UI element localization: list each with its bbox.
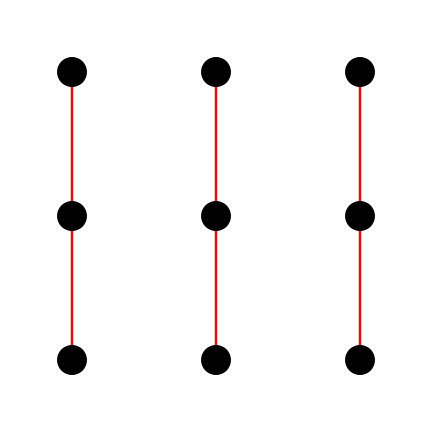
node-r2-c0 [57, 345, 87, 375]
node-r1-c0 [57, 201, 87, 231]
node-r0-c2 [345, 57, 375, 87]
node-r1-c2 [345, 201, 375, 231]
node-r1-c1 [201, 201, 231, 231]
node-r2-c1 [201, 345, 231, 375]
edges-layer [70, 70, 362, 362]
nodes-layer [57, 57, 375, 375]
node-r0-c1 [201, 57, 231, 87]
node-r0-c0 [57, 57, 87, 87]
node-r2-c2 [345, 345, 375, 375]
